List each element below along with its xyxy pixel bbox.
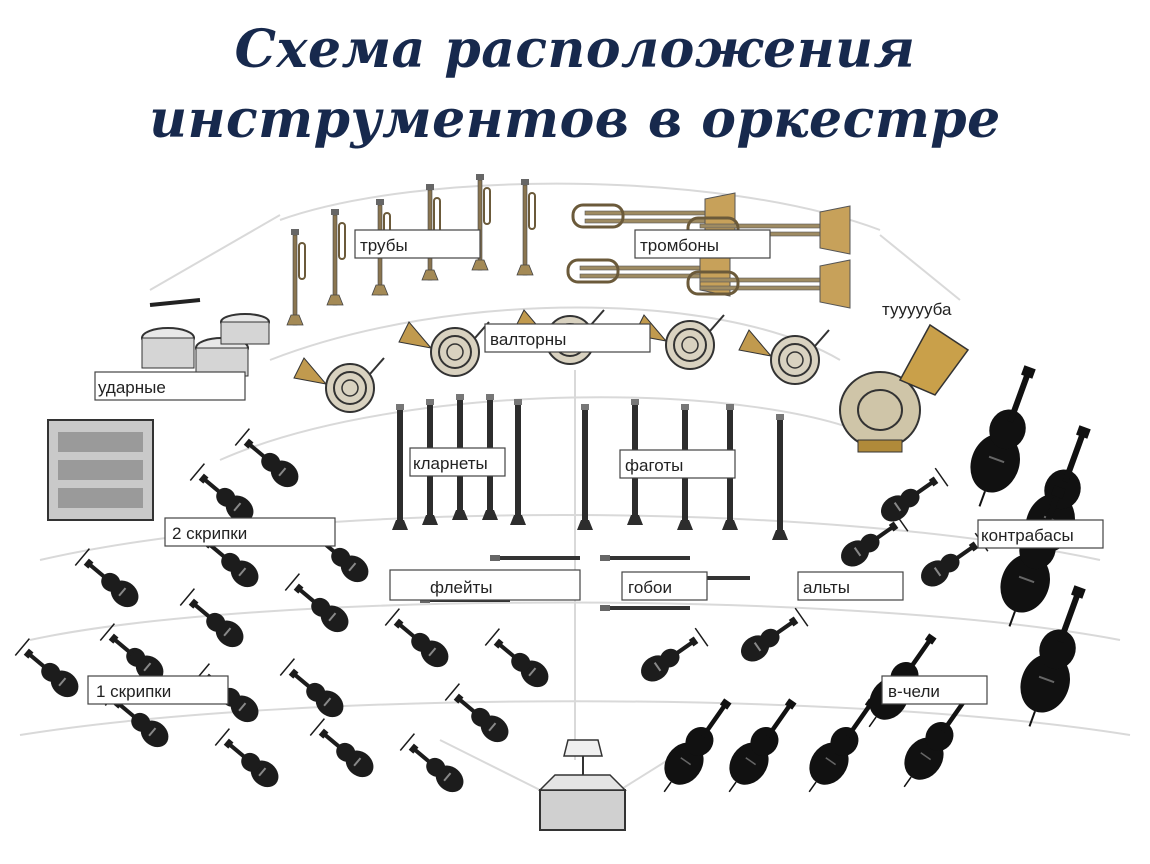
label-cellos-text: в-чели xyxy=(888,682,940,701)
label-percussion: ударные xyxy=(94,371,246,401)
oboe-icon xyxy=(600,605,690,611)
label-oboes: гобои xyxy=(621,571,708,601)
page-title-line-1: Схема расположения xyxy=(234,19,916,80)
music-stand-icon xyxy=(563,739,603,757)
violin-icon xyxy=(278,657,350,724)
label-horns-text: валторны xyxy=(490,330,566,349)
label-percussion-text: ударные xyxy=(98,378,166,397)
label-first-violins: 1 скрипки xyxy=(87,675,229,705)
page-title-line-2: инструментов в оркестре xyxy=(149,89,1001,150)
label-tuba: туууууба xyxy=(882,300,952,319)
violin-icon xyxy=(383,607,455,674)
label-cellos: в-чели xyxy=(881,675,988,705)
label-second-violins: 2 скрипки xyxy=(164,517,336,547)
violin-icon xyxy=(443,682,515,749)
flute-icon xyxy=(490,555,580,561)
bassoon-icon xyxy=(577,404,593,530)
clarinet-icon xyxy=(510,399,526,525)
label-violas-text: альты xyxy=(803,578,850,597)
label-violas: альты xyxy=(797,571,904,601)
french-horn-icon xyxy=(398,321,490,377)
french-horn-icon xyxy=(738,329,830,385)
label-trombones: тромбоны xyxy=(634,229,771,259)
label-trombones-text: тромбоны xyxy=(640,236,719,255)
cello-icon xyxy=(648,689,744,803)
label-double-basses: контрабасы xyxy=(977,519,1104,549)
label-double-basses-text: контрабасы xyxy=(981,526,1074,545)
label-oboes-text: гобои xyxy=(628,578,672,597)
oboe-icon xyxy=(600,555,690,561)
label-bassoons: фаготы xyxy=(619,449,736,479)
label-flutes-text: флейты xyxy=(430,578,493,597)
french-horn-icon xyxy=(293,357,385,413)
violin-icon xyxy=(233,427,305,494)
label-trumpets: трубы xyxy=(354,229,481,259)
trumpet-icon xyxy=(326,208,346,306)
label-horns: валторны xyxy=(484,323,651,353)
trumpet-icon xyxy=(516,178,536,276)
viola-icon xyxy=(735,605,809,668)
label-trumpets-text: трубы xyxy=(360,236,408,255)
stage-dividers xyxy=(19,182,1131,791)
label-bassoons-text: фаготы xyxy=(625,456,683,475)
viola-icon xyxy=(915,530,989,593)
label-first-violins-text: 1 скрипки xyxy=(96,682,171,701)
tuba-icon xyxy=(839,323,970,453)
clarinet-icon xyxy=(392,404,408,530)
percussion-group xyxy=(47,298,270,521)
conductor-podium xyxy=(538,739,627,831)
trumpet-icon xyxy=(286,228,306,326)
label-clarinets-text: кларнеты xyxy=(413,454,488,473)
double-bass-icon xyxy=(955,358,1054,516)
violin-icon xyxy=(283,572,355,639)
violin-icon xyxy=(483,627,555,694)
label-clarinets: кларнеты xyxy=(409,447,506,477)
violin-icon xyxy=(73,547,145,614)
violin-icon xyxy=(13,637,85,704)
label-flutes: флейты xyxy=(389,569,581,601)
viola-icon xyxy=(875,465,949,528)
violin-icon xyxy=(178,587,250,654)
violin-icon xyxy=(398,732,470,799)
viola-icon xyxy=(635,625,709,688)
violin-icon xyxy=(213,727,285,794)
violin-icon xyxy=(308,717,380,784)
label-second-violins-text: 2 скрипки xyxy=(172,524,247,543)
label-tuba-text: туууууба xyxy=(882,300,952,319)
